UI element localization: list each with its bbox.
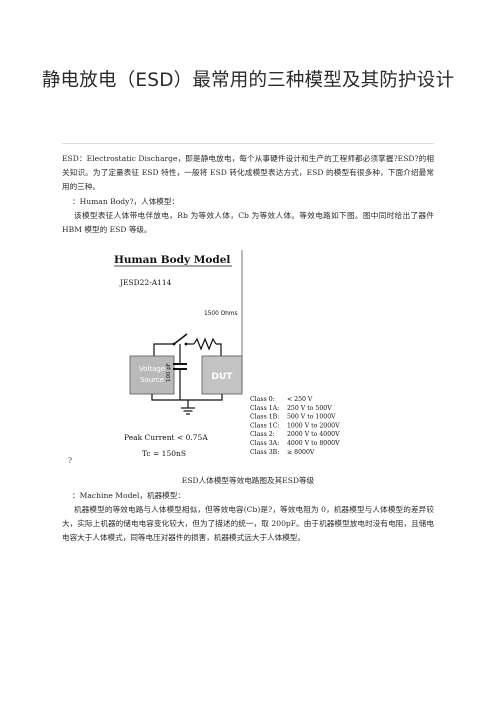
- mm-paragraph: 机器模型的等效电路与人体模型相似，但等效电容(Cb)是?，等效电阻为 0，机器模…: [62, 505, 434, 543]
- esd-class-name: Class 3A:: [250, 440, 279, 447]
- intro-paragraph: ESD：Electrostatic Discharge，即是静电放电，每个从事硬…: [62, 154, 434, 192]
- voltage-source-label-2: Source: [140, 376, 164, 384]
- esd-class-range: ≥ 8000V: [287, 449, 315, 456]
- esd-class-name: Class 1C:: [250, 422, 279, 429]
- tc-label: Tc = 150nS: [142, 449, 186, 458]
- resistor-icon: [193, 337, 217, 351]
- voltage-source-box: [129, 355, 175, 395]
- hbm-circuit-diagram: Human Body Model JESD22-A114 1500 Ohms V…: [114, 250, 340, 458]
- hbm-paragraph: 该模型表征人体带电伴放电，Rb 为等效人体，Cb 为等效人体。等效电路如下图。图…: [62, 211, 434, 235]
- mm-heading: ：Machine Model，机器模型：: [72, 491, 185, 500]
- placeholder-mark: ?: [68, 456, 73, 465]
- peak-current-label: Peak Current < 0.75A: [124, 433, 208, 442]
- esd-class-range: 1000 V to 2000V: [287, 422, 340, 429]
- title-divider: [62, 143, 434, 144]
- capacitor-label: 100 pF: [166, 363, 172, 382]
- esd-class-name: Class 0:: [250, 396, 275, 403]
- hbm-circuit-figure: Human Body Model JESD22-A114 1500 Ohms V…: [112, 250, 358, 468]
- esd-class-name: Class 1A:: [250, 405, 279, 412]
- esd-class-name: Class 2:: [250, 431, 275, 438]
- figure-title: Human Body Model: [114, 254, 230, 266]
- esd-class-range: 2000 V to 4000V: [287, 431, 340, 438]
- dut-label: DUT: [212, 372, 234, 382]
- figure-standard: JESD22-A114: [119, 278, 172, 287]
- esd-class-name: Class 3B:: [250, 449, 279, 456]
- switch-icon: [173, 333, 188, 345]
- page-title: 静电放电（ESD）最常用的三种模型及其防护设计: [41, 70, 455, 91]
- esd-class-name: Class 1B:: [250, 414, 279, 421]
- esd-class-range: 4000 V to 8000V: [287, 440, 340, 447]
- esd-class-range: 250 V to 500V: [287, 405, 332, 412]
- dut-box: [201, 355, 243, 395]
- hbm-heading: ：Human Body?，人体模型：: [72, 197, 180, 206]
- figure-caption: ESD人体模型等效电路图及其ESD等级: [181, 476, 315, 485]
- voltage-source-label-1: Voltage: [139, 365, 165, 373]
- esd-class-range: 500 V to 1000V: [287, 414, 336, 421]
- esd-class-range: < 250 V: [287, 396, 313, 403]
- esd-class-table: Class 0: < 250 V Class 1A: 250 V to 500V Cla…: [250, 396, 340, 456]
- resistor-label: 1500 Ohms: [204, 311, 238, 317]
